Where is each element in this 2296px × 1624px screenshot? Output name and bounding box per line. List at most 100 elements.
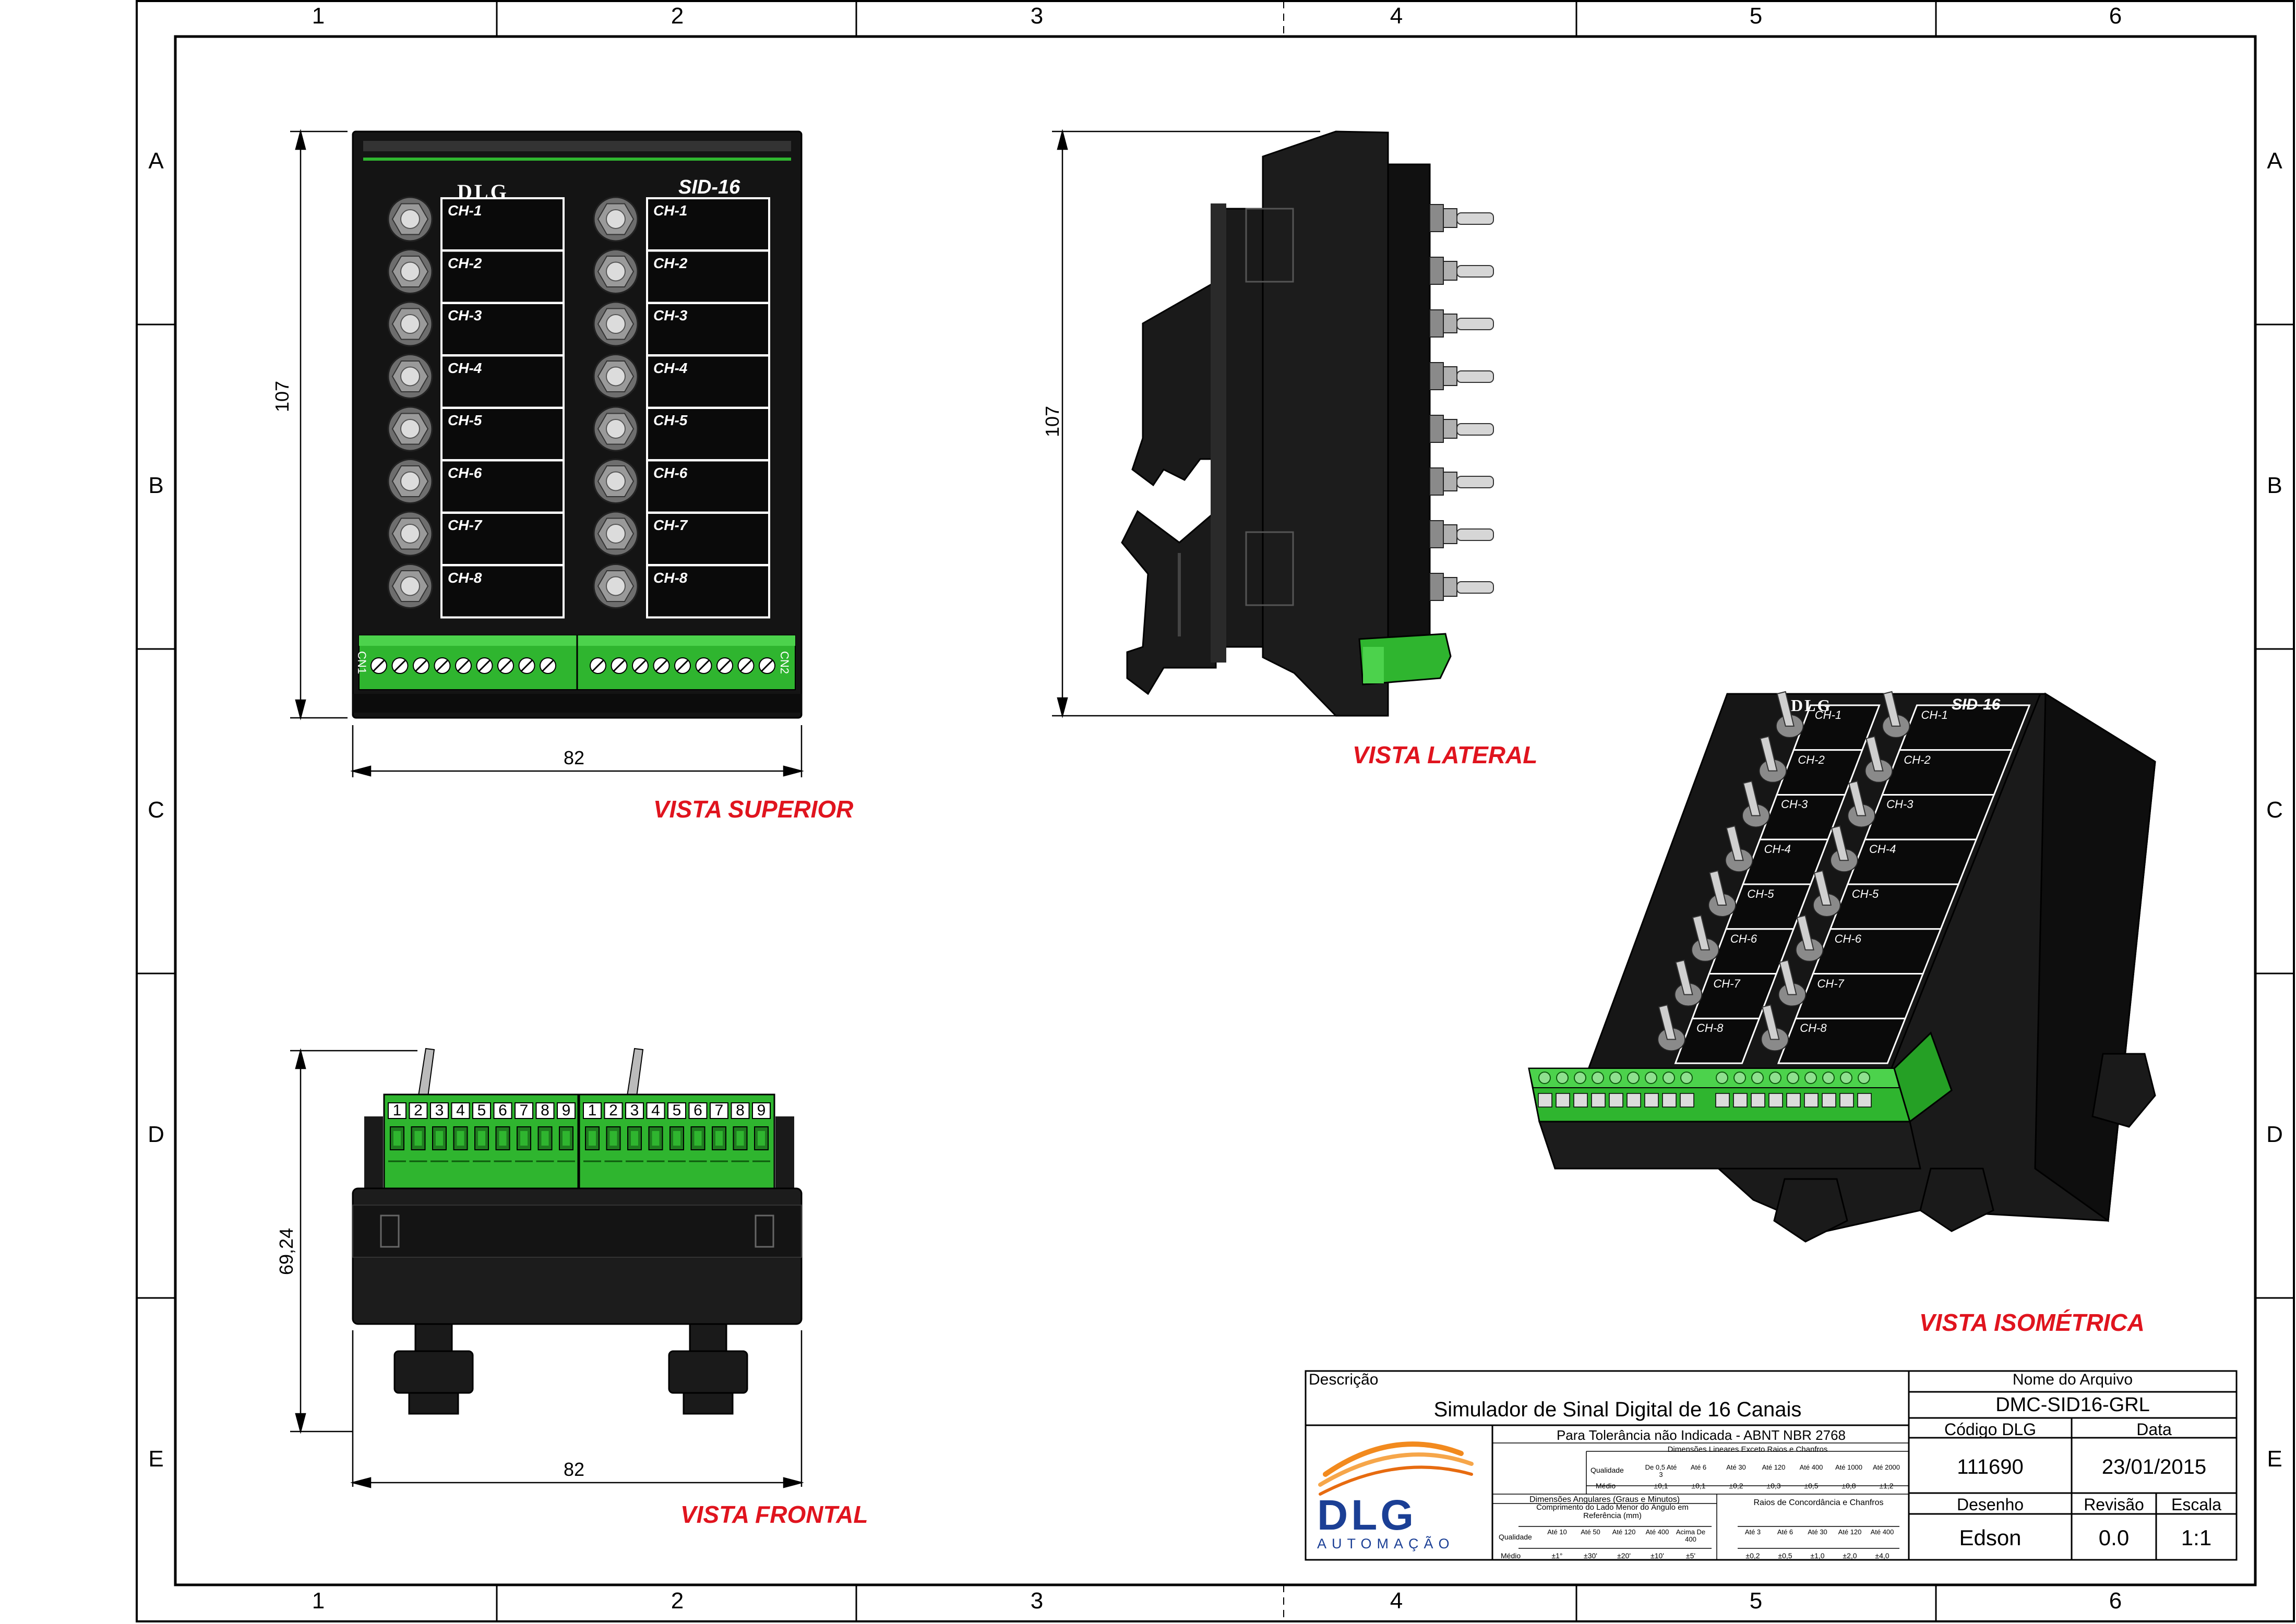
angular-value: ±20'	[1617, 1551, 1631, 1560]
revision-label: Revisão	[2084, 1495, 2144, 1514]
top-view-brand: DLG	[457, 180, 509, 203]
linear-header: Até 6	[1690, 1463, 1707, 1471]
front-view-terminal-number: 9	[757, 1102, 766, 1119]
linear-value: ±0,1	[1654, 1482, 1668, 1490]
top-view-channel-label: CH-3	[448, 307, 482, 323]
radius-header: Até 30	[1808, 1528, 1827, 1536]
iso-view-model: SID-16	[1952, 696, 2001, 713]
top-view-connector-cn1: CN1	[355, 651, 368, 675]
linear-header: Até 1000	[1835, 1463, 1863, 1471]
iso-view-channel-label: CH-3	[1886, 798, 1914, 811]
iso-view-channel-label: CH-4	[1869, 843, 1896, 856]
zone-row-b-right: B	[2267, 473, 2282, 498]
top-view-channel-label: CH-2	[448, 255, 482, 271]
top-view-label: VISTA SUPERIOR	[653, 796, 854, 823]
zone-col-6-top: 6	[2109, 3, 2122, 29]
drawn-value: Edson	[1959, 1525, 2022, 1550]
top-view-channel-label: CH-4	[448, 359, 482, 376]
linear-header: Até 400	[1799, 1463, 1823, 1471]
iso-view-channel-label: CH-8	[1800, 1021, 1827, 1035]
linear-header: De 0,5 Até 3	[1645, 1463, 1677, 1478]
radius-title: Raios de Concordância e Chanfros	[1753, 1498, 1884, 1507]
code-label: Código DLG	[1944, 1420, 2037, 1439]
iso-view-channel-label: CH-7	[1817, 977, 1844, 990]
top-view-channel-label: CH-8	[653, 569, 688, 586]
side-view-label: VISTA LATERAL	[1353, 741, 1538, 768]
linear-value: ±0,5	[1804, 1482, 1819, 1490]
zone-row-e-right: E	[2267, 1446, 2282, 1472]
linear-title: Dimensões Lineares Exceto Raios e Chanfr…	[1667, 1445, 1828, 1454]
top-view-connector-cn2: CN2	[778, 651, 791, 675]
front-view-terminal-number: 1	[588, 1102, 597, 1119]
iso-view-channel-label: CH-6	[1730, 932, 1757, 945]
front-view-terminal-number: 3	[630, 1102, 639, 1119]
linear-header: Até 2000	[1872, 1463, 1900, 1471]
date-label: Data	[2136, 1420, 2172, 1439]
radius-value: ±0,2	[1745, 1551, 1760, 1560]
zone-col-5-bottom: 5	[1749, 1588, 1763, 1614]
drawn-label: Desenho	[1956, 1495, 2024, 1514]
radius-header: Até 6	[1777, 1528, 1793, 1536]
file-name-label: Nome do Arquivo	[2012, 1371, 2133, 1388]
iso-view-channel-label: CH-6	[1834, 932, 1861, 945]
top-view-channel-label: CH-5	[448, 412, 482, 428]
top-view-channel-label: CH-1	[653, 202, 688, 219]
front-view-terminal-number: 4	[456, 1102, 465, 1119]
iso-view-channel-label: CH-1	[1814, 708, 1842, 721]
zone-col-2-bottom: 2	[671, 1588, 684, 1614]
front-view-label: VISTA FRONTAL	[680, 1501, 868, 1528]
iso-view-channel-label: CH-2	[1904, 753, 1931, 766]
zone-col-1-top: 1	[312, 3, 325, 29]
radius-value: ±2,0	[1843, 1551, 1857, 1560]
scale-label: Escala	[2171, 1495, 2222, 1514]
angular-medium-label: Médio	[1501, 1551, 1521, 1560]
zone-col-4-top: 4	[1390, 3, 1403, 29]
front-view-terminal-number: 3	[435, 1102, 444, 1119]
angular-header: Até 10	[1547, 1528, 1567, 1536]
front-view-terminal-number: 2	[609, 1102, 618, 1119]
front-view-terminal-number: 7	[519, 1102, 529, 1119]
front-view-terminal-number: 7	[714, 1102, 724, 1119]
top-view-channel-label: CH-6	[448, 464, 482, 481]
iso-view-channel-label: CH-7	[1713, 977, 1740, 990]
logo-text: DLG	[1317, 1491, 1417, 1539]
logo-subtitle: AUTOMAÇÃO	[1317, 1536, 1455, 1551]
front-view-terminal-number: 6	[498, 1102, 507, 1119]
date-value: 23/01/2015	[2101, 1455, 2207, 1478]
front-view-terminal-number: 8	[541, 1102, 549, 1119]
side-view-height-dim: 107	[1042, 405, 1063, 437]
zone-row-c-left: C	[148, 797, 164, 823]
iso-view-channel-label: CH-8	[1696, 1021, 1724, 1035]
side-view-drawing	[1052, 129, 1494, 718]
angular-value: ±1°	[1551, 1551, 1563, 1560]
angular-header: Até 120	[1612, 1528, 1636, 1536]
zone-row-b-left: B	[148, 473, 164, 498]
top-view-width-dim: 82	[564, 747, 585, 768]
title-block-frame	[1305, 1370, 2238, 1561]
zone-col-2-top: 2	[671, 3, 684, 29]
angular-title: Dimensões Angulares (Graus e Minutos)	[1529, 1495, 1680, 1504]
linear-medium-label: Médio	[1596, 1482, 1616, 1490]
iso-view-channel-label: CH-5	[1747, 887, 1774, 900]
front-view-width-dim: 82	[564, 1459, 585, 1480]
radius-value: ±4,0	[1875, 1551, 1890, 1560]
zone-col-3-top: 3	[1030, 3, 1044, 29]
scale-value: 1:1	[2181, 1525, 2212, 1550]
radius-value: ±1,0	[1810, 1551, 1825, 1560]
linear-value: ±0,3	[1766, 1482, 1781, 1490]
front-view-terminal-number: 6	[693, 1102, 702, 1119]
top-view-channel-label: CH-4	[653, 359, 688, 376]
zone-col-4-bottom: 4	[1390, 1588, 1403, 1614]
front-view-terminal-number: 8	[736, 1102, 745, 1119]
linear-value: ±0,8	[1841, 1482, 1856, 1490]
description-value: Simulador de Sinal Digital de 16 Canais	[1433, 1398, 1802, 1421]
angular-value: ±30'	[1584, 1551, 1597, 1560]
top-view-channel-label: CH-8	[448, 569, 482, 586]
zone-row-d-left: D	[148, 1122, 164, 1147]
angular-header: Acima De 400	[1676, 1528, 1706, 1543]
code-value: 111690	[1957, 1455, 2024, 1478]
file-name-value: DMC-SID16-GRL	[1995, 1394, 2150, 1416]
linear-header: Até 30	[1726, 1463, 1746, 1471]
zone-row-a-right: A	[2267, 148, 2282, 174]
zone-col-6-bottom: 6	[2109, 1588, 2122, 1614]
